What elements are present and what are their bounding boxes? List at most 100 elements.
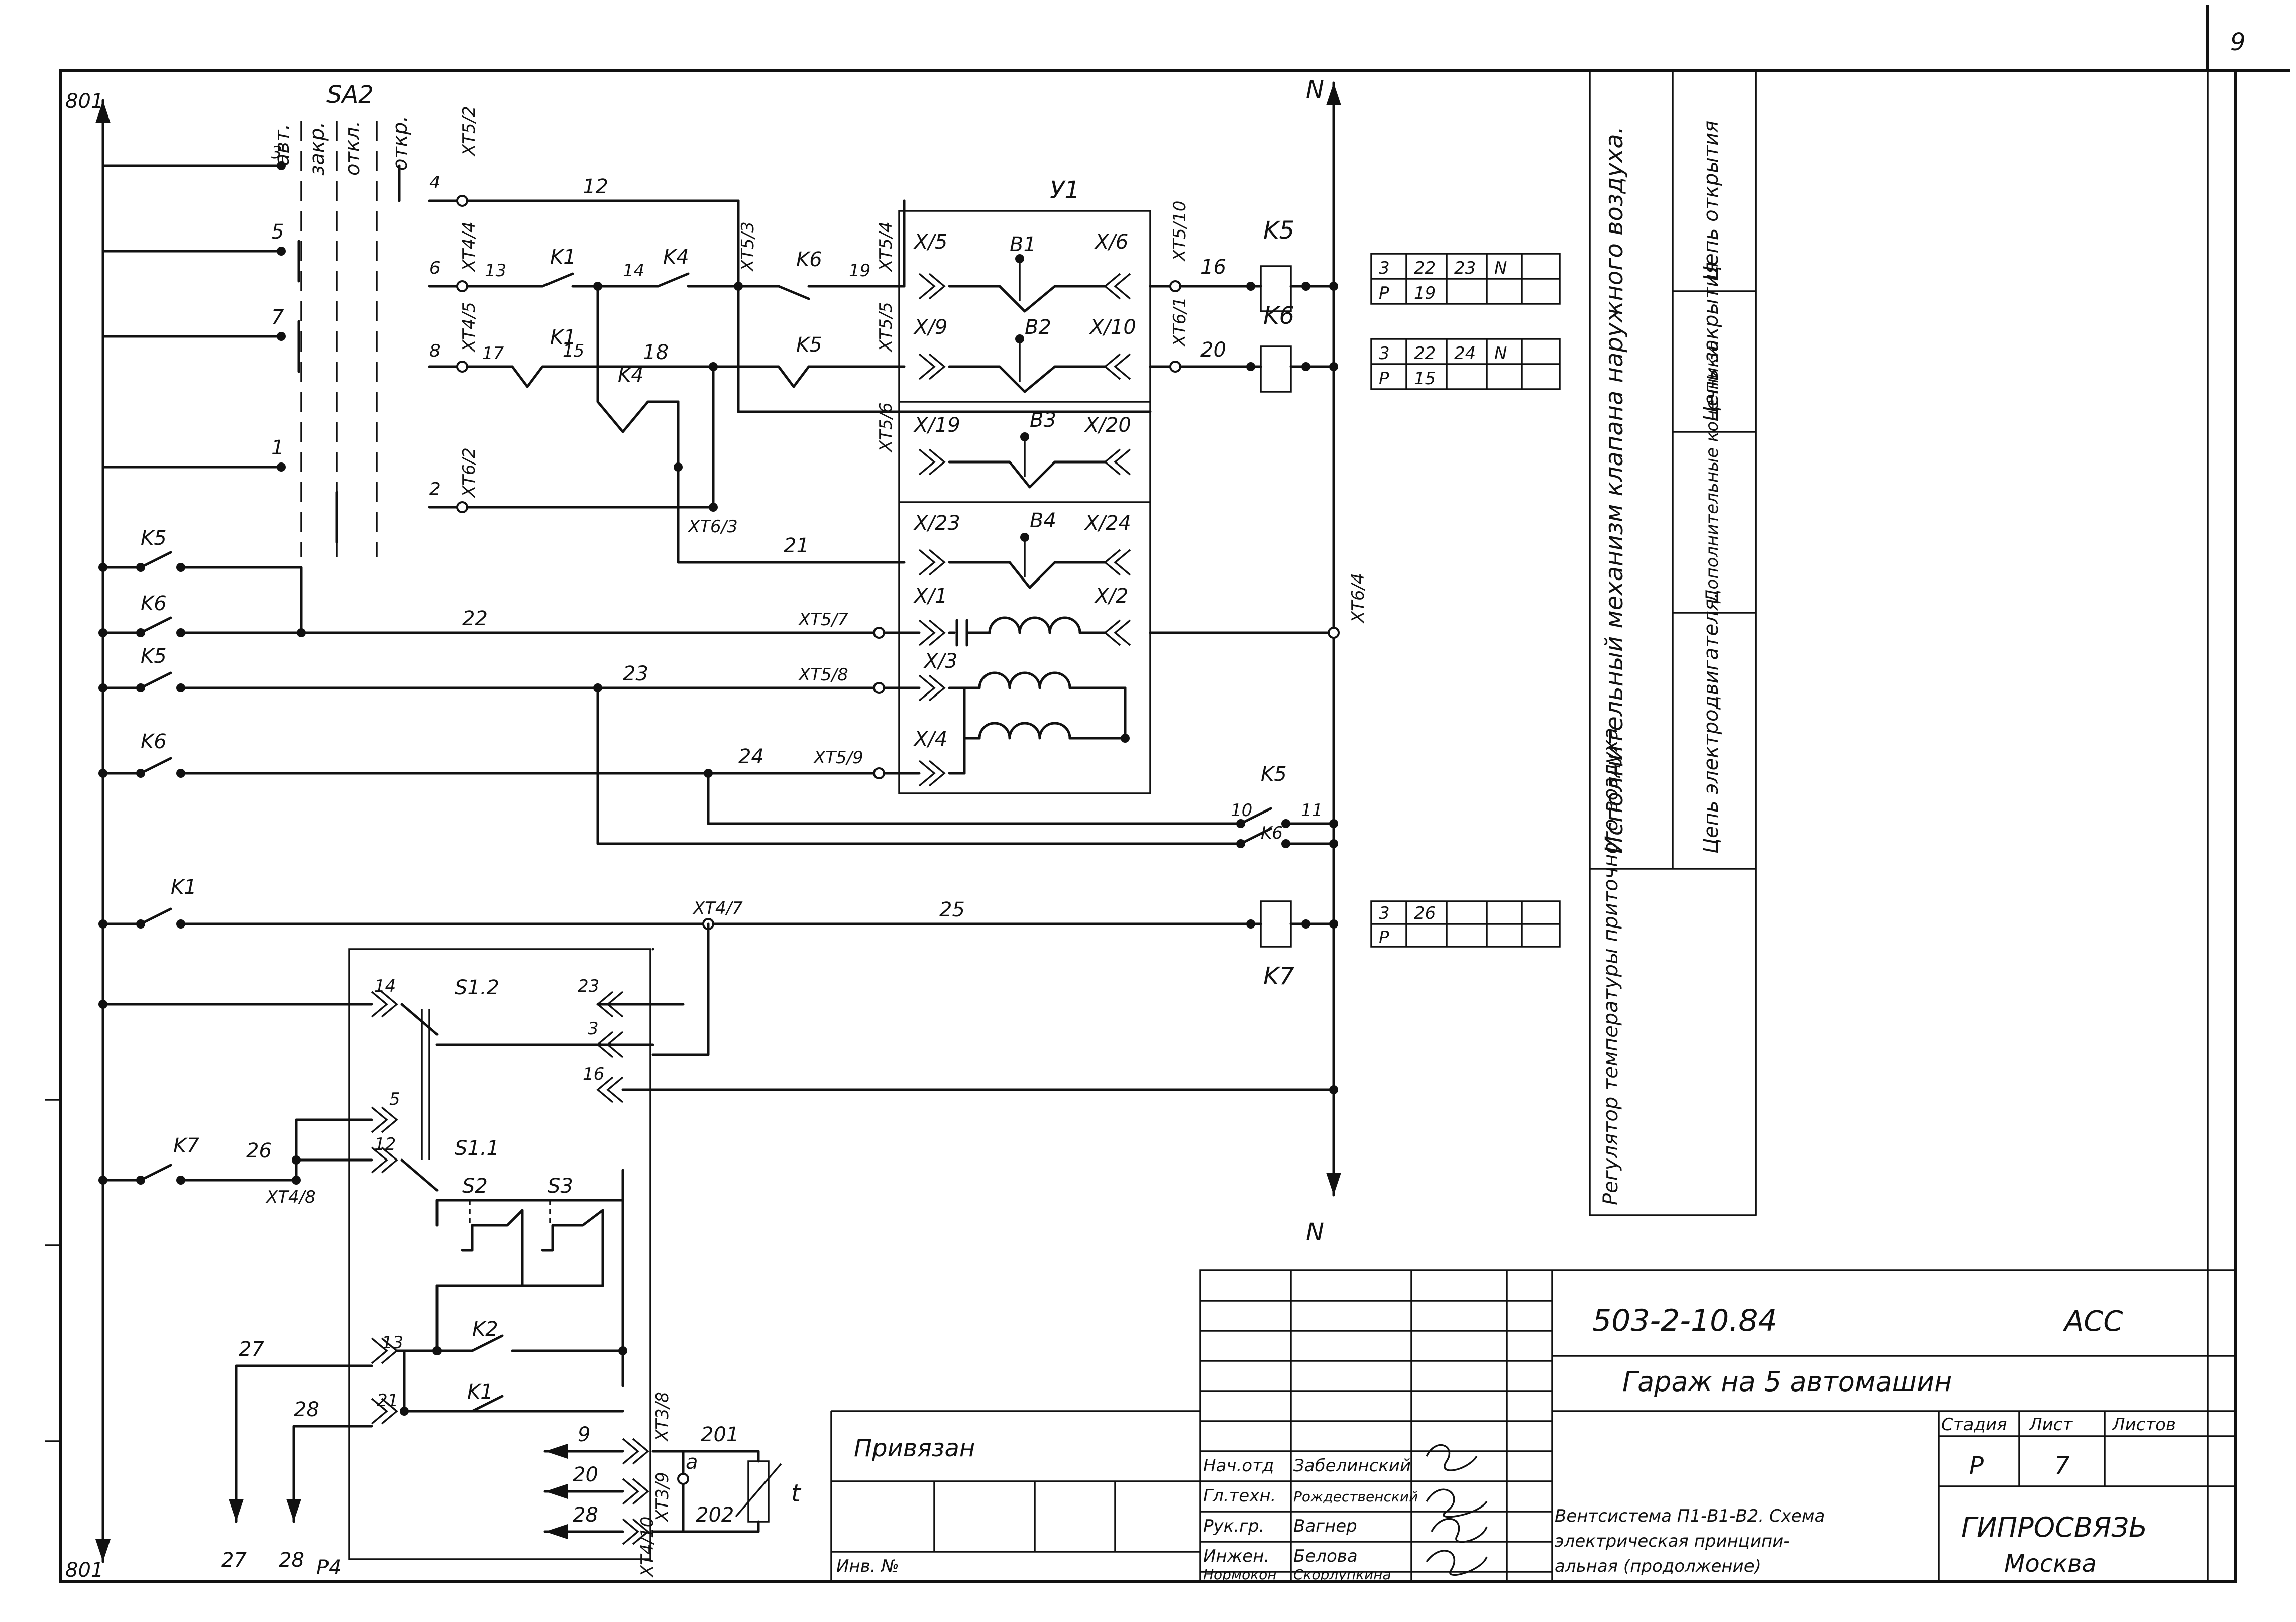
neutral-bus: N N [1306, 76, 1341, 1246]
wire-15: 15 [563, 341, 584, 361]
wire-202: 202 [696, 1503, 734, 1527]
tbl2-r1c2: 22 [1414, 343, 1436, 364]
desc-open-circuit: Цепь открытия [1700, 121, 1723, 281]
drawing-name-3: альная (продолжение) [1555, 1556, 1761, 1576]
tbl1-r1c3: 23 [1454, 258, 1476, 278]
wire-28: 28 [294, 1398, 319, 1421]
relay-k5-label-top: K5 [796, 333, 822, 357]
contact-k1-row: K1 [171, 876, 197, 899]
term-xt6-3: XT6/3 [687, 517, 738, 537]
role-5: Нормокон [1203, 1566, 1277, 1583]
limit-switch-b3: В3 [1030, 409, 1056, 432]
description-panel: Исполнительный механизм клапана наружног… [1589, 69, 1757, 1216]
wire-201: 201 [701, 1423, 739, 1446]
desc-limit-circuit: Дополнительные конечники. [1702, 340, 1722, 604]
contact-tables: 3 22 23 N P 19 3 22 24 N P 15 3 26 P [1370, 253, 1561, 948]
conn-x10: X/10 [1089, 316, 1136, 339]
name-1: Забелинский [1293, 1456, 1411, 1476]
term-xt4-8: XT4/8 [265, 1187, 316, 1207]
control-wiring-top: 12 18 21 13 14 15 17 19 K1 K1 K4 K4 K6 K… [428, 106, 1152, 564]
sa2-contact-3: 3 [271, 143, 282, 163]
pin-23: 23 [578, 976, 599, 996]
wire-27: 27 [239, 1338, 264, 1361]
pin-12: 12 [374, 1134, 396, 1154]
term-xt4-5: XT4/5 [459, 302, 479, 353]
neutral-label-top: N [1306, 76, 1324, 104]
term-xt5-7: XT5/7 [798, 610, 848, 630]
relay-k1-label-2: K1 [550, 326, 576, 349]
inv-label: Инв. № [836, 1556, 899, 1576]
conn-x1: X/1 [913, 585, 947, 608]
sensor-circuit: t 9 20 28 201 202 a XT3/8 XT3/9 XT4/10 2… [221, 1392, 802, 1579]
neutral-label-bottom: N [1306, 1218, 1324, 1246]
name-5: Скорлупкина [1293, 1566, 1391, 1583]
sheets-header: Листов [2111, 1415, 2176, 1435]
sheet-header: Лист [2028, 1415, 2073, 1435]
limit-switch-b2: В2 [1025, 316, 1051, 339]
org-city: Москва [2004, 1550, 2097, 1578]
bus-label-801-bottom: 801 [65, 1559, 103, 1582]
signature-3 [1431, 1518, 1488, 1543]
limit-switch-b1: В1 [1010, 233, 1036, 256]
conn-x20: X/20 [1084, 414, 1131, 437]
tbl1-r2c1: P [1379, 283, 1389, 303]
pin-20: 20 [573, 1463, 598, 1486]
wire-10: 10 [1231, 800, 1252, 821]
sa2-contact-5: 5 [271, 220, 284, 244]
motor-power-rows: K5 K6 K5 K6 22 23 24 XT5/7 XT5/8 XT5/9 X… [98, 527, 1368, 848]
selector-switch-sa2: SA2 авт. закр. откл. откр. 3 5 7 1 4 6 8… [101, 81, 441, 557]
wire-13: 13 [485, 261, 506, 281]
wire-23: 23 [623, 662, 648, 685]
tbl2-r2c2: 15 [1414, 369, 1436, 389]
tbl2-r2c1: P [1379, 369, 1389, 389]
relay-coils-k5-k6: K5 K6 16 20 XT5/10 XT6/1 [1149, 201, 1338, 393]
sensor-t: t [791, 1479, 802, 1508]
pin-13: 13 [382, 1333, 403, 1353]
pin-3: 3 [588, 1019, 599, 1039]
term-xt5-3: XT5/3 [738, 221, 758, 272]
wire-18: 18 [643, 341, 669, 364]
term-xt5-4: XT5/4 [876, 221, 896, 272]
tbl1-r1c2: 22 [1414, 258, 1436, 278]
wire-14: 14 [623, 261, 644, 281]
sa2-pos-auto: авт. [271, 124, 294, 166]
wire-17: 17 [482, 343, 504, 364]
pin-9: 9 [578, 1423, 590, 1446]
switch-s1-2: S1.2 [455, 976, 499, 999]
wire-a: a [686, 1451, 698, 1474]
term-xt5-2: XT5/2 [459, 106, 479, 157]
org-name: ГИПРОСВЯЗЬ [1961, 1512, 2147, 1543]
switch-s2: S2 [462, 1175, 488, 1198]
pin-28: 28 [573, 1503, 598, 1527]
drawing-name-1: Вентсистема П1-В1-В2. Схема [1555, 1506, 1825, 1526]
wire-24: 24 [738, 745, 764, 768]
wire-25: 25 [939, 898, 965, 921]
contact-k6-a: K6 [141, 592, 167, 615]
tbl2-r1c4: N [1494, 343, 1507, 364]
relay-k4-label: K4 [663, 246, 689, 269]
tbl2-r1c1: 3 [1379, 343, 1390, 364]
pin-14: 14 [374, 976, 396, 996]
signature-4 [1426, 1550, 1488, 1576]
bottom-terminal-28: 28 [279, 1549, 304, 1572]
term-xt5-9: XT5/9 [813, 748, 863, 768]
wire-26: 26 [246, 1139, 272, 1163]
term-xt6-1: XT6/1 [1170, 297, 1190, 347]
term-xt3-9: XT3/9 [652, 1472, 673, 1523]
sa2-pos-off: откл. [341, 121, 364, 176]
sa2-contact-7: 7 [271, 306, 284, 329]
term-xt4-4: XT4/4 [459, 221, 479, 272]
term-xt5-8: XT5/8 [798, 665, 848, 685]
conn-x23: X/23 [913, 512, 960, 535]
relay-k1-label: K1 [550, 246, 576, 269]
pin-16: 16 [583, 1064, 604, 1084]
conn-x24: X/24 [1084, 512, 1131, 535]
desc-close-circuit: Цепь закрытия [1700, 262, 1723, 422]
title-block: 503-2-10.84 АСС Гараж на 5 автомашин Ста… [830, 1269, 2236, 1583]
contact-k2: K2 [472, 1318, 498, 1341]
contact-k6-c: K6 [1261, 823, 1283, 843]
contact-k5-b: K5 [141, 645, 167, 668]
pin-21: 21 [377, 1391, 398, 1411]
sa2-contact-4: 4 [429, 173, 441, 193]
